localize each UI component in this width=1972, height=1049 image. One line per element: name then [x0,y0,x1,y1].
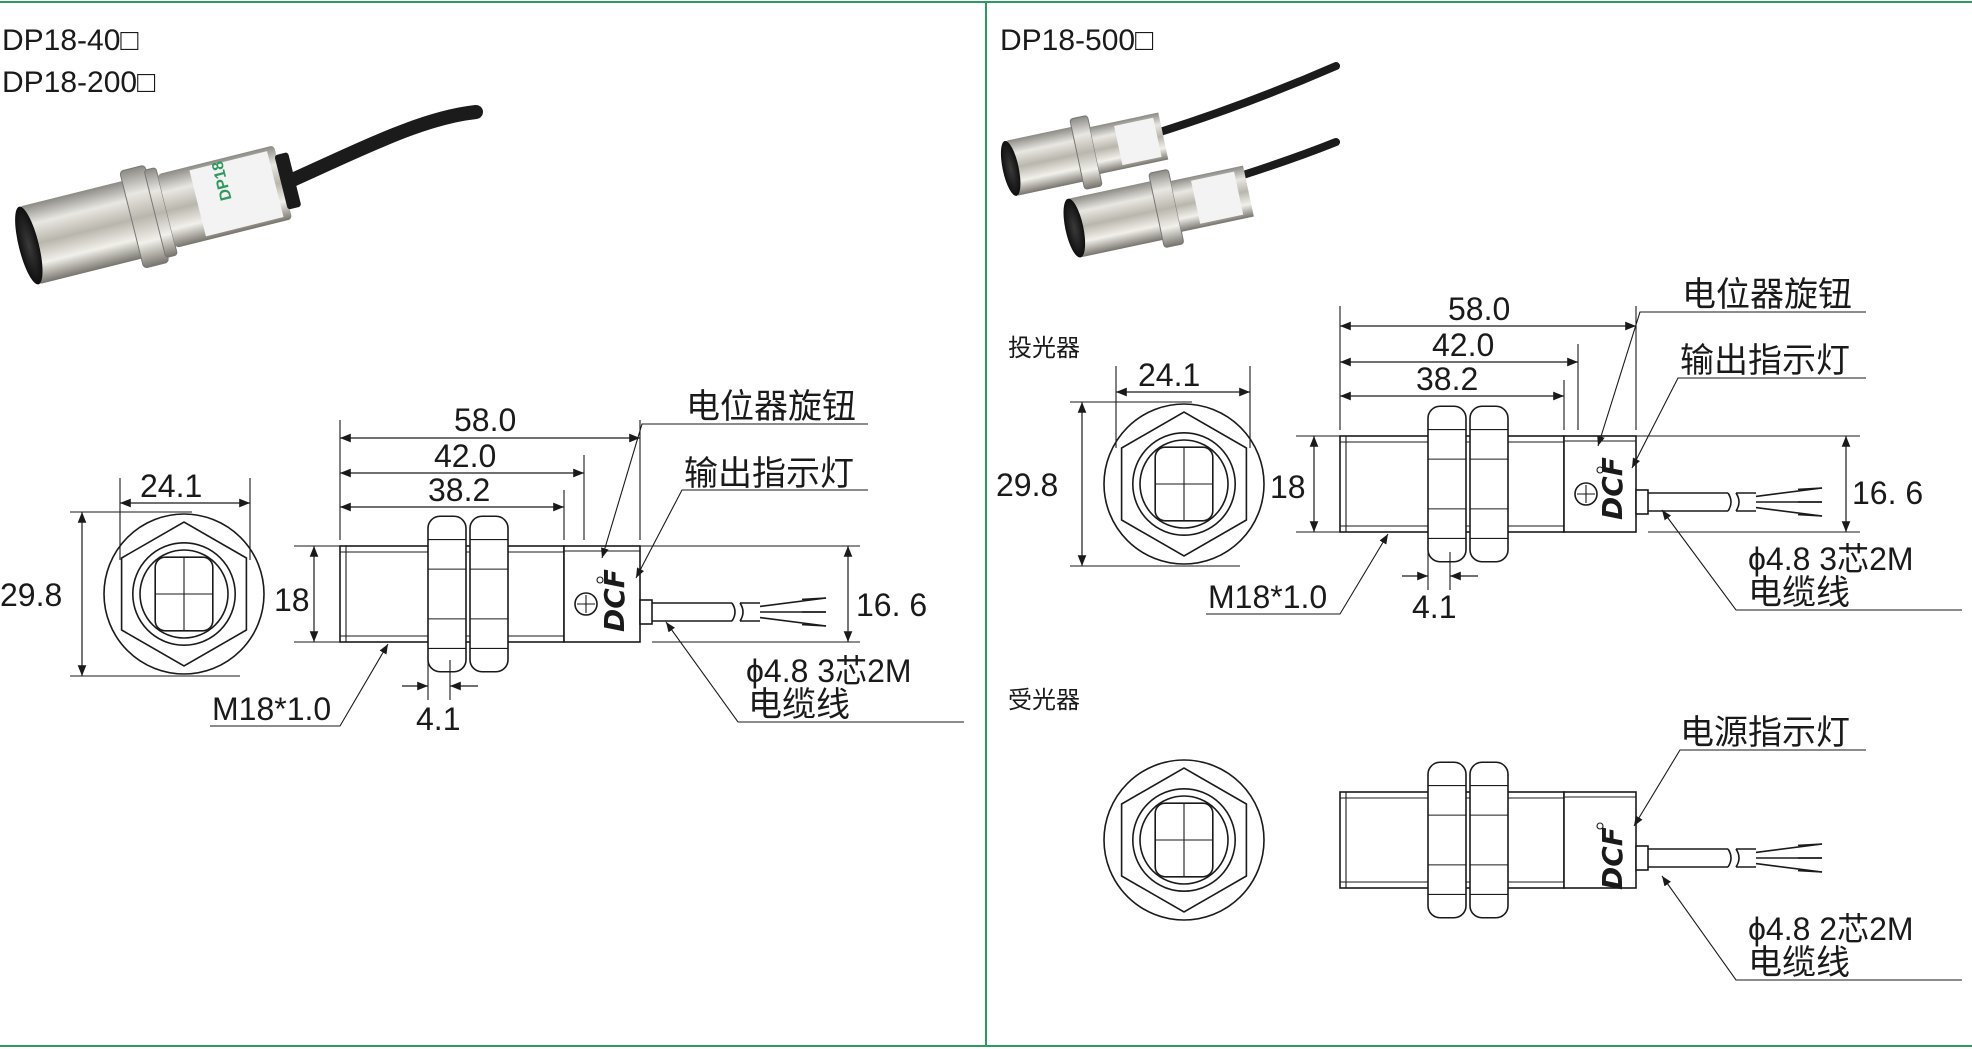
dim-cable-offset: 16. 6 [1852,475,1923,511]
model-label: DP18-40□ [2,24,139,57]
cable-break [1735,492,1740,512]
sensor-photo-icon: DP18 [15,105,483,285]
end-view-outer [103,513,265,675]
dim-length-42: 42.0 [434,438,496,474]
left-dimension-drawing [70,420,964,727]
sensor-nut [1427,405,1467,563]
brand-logo: DCF [598,569,631,632]
dim-cable-offset: 16. 6 [856,587,927,623]
callout-cable-spec: ϕ4.8 3芯2M [1748,541,1914,577]
dim-hex-width: 24.1 [1138,357,1200,393]
sensor-nut [427,515,467,673]
wire-strip [801,623,827,627]
callout-cable: 电缆线 [1748,574,1850,612]
dim-total-length: 58.0 [1448,291,1510,327]
dim-nut-thickness: 4.1 [1412,589,1456,625]
end-view-hex [120,521,248,667]
sensor-housing [563,545,641,643]
dim-hex-height: 29.8 [0,577,62,613]
end-view-outer [1103,403,1265,565]
leader-cable-receiver [1661,875,1962,981]
dim-diameter: 18 [274,582,310,618]
end-view-ring [1132,787,1237,892]
dim-thread: M18*1.0 [1208,579,1327,615]
cable-break [739,602,744,622]
leader-cable [665,621,964,723]
cable-break [1727,848,1732,868]
cable-gland [1635,489,1649,515]
dim-length-42: 42.0 [1432,327,1494,363]
end-view-ring [139,549,229,639]
end-view-hex [1120,767,1248,913]
potentiometer-icon [1574,482,1598,506]
leader-cable [1661,509,1962,611]
end-view-ring [132,541,237,646]
wire-strip [801,597,827,601]
end-view-outer [1103,759,1265,921]
leader-power-led [1633,749,1866,827]
wire-strip [1797,843,1823,847]
dim-nut-thickness: 4.1 [416,701,460,737]
left-panel: DP18-40□ DP18-200□ DP18 29.8 24.1 [0,24,964,737]
leader-output-led [1631,377,1866,469]
sensor-nut [1469,405,1509,563]
right-dimension-drawing [1070,306,1962,981]
right-panel: DP18-500□ 投光器 [996,24,1962,982]
dim-thread-length: 38.2 [428,472,490,508]
end-view-ring [1132,431,1237,536]
wire-strip [1797,487,1823,491]
dim-total-length: 58.0 [454,402,516,438]
callout-output-led: 输出指示灯 [1680,342,1850,380]
wire-strip [1797,513,1823,517]
model-label: DP18-200□ [2,66,156,99]
model-label: DP18-500□ [1000,24,1154,57]
callout-cable-spec: ϕ4.8 3芯2M [746,653,912,689]
callout-power-led: 电源指示灯 [1680,714,1850,752]
cable-break [731,602,736,622]
sensor-housing [1563,435,1637,533]
leader-thread [1206,533,1389,615]
leader-output-led [635,489,868,579]
end-view-ring [1139,795,1229,885]
cable-break [1727,492,1732,512]
potentiometer-icon [574,592,598,616]
wire-strip [1797,869,1823,873]
leader-potentiometer [1597,311,1866,447]
callout-cable-receiver: 电缆线 [1748,944,1850,982]
end-view-hex [1120,411,1248,557]
led-indicator-icon [1596,822,1604,830]
cable-break [1735,848,1740,868]
sensor-nut [469,515,509,673]
brand-logo: DCF [1596,457,1629,520]
dim-thread-length: 38.2 [1416,361,1478,397]
dim-diameter: 18 [1270,469,1306,505]
leader-potentiometer [601,423,868,559]
led-indicator-icon [596,576,604,584]
sensor-nut [1469,761,1509,919]
leader-thread [210,643,389,727]
sensor-pair-photo-icon [1000,62,1340,258]
callout-potentiometer: 电位器旋钮 [1682,276,1852,314]
dim-hex-width: 24.1 [140,468,202,504]
cable-gland [639,599,653,625]
dim-hex-height: 29.8 [996,467,1058,503]
cable-gland [1635,845,1649,871]
dim-thread: M18*1.0 [212,691,331,727]
led-indicator-icon [1596,466,1604,474]
callout-cable-spec-receiver: ϕ4.8 2芯2M [1748,911,1914,947]
sensor-nut [1427,761,1467,919]
end-view-ring [1139,439,1229,529]
callout-cable: 电缆线 [748,686,850,724]
receiver-label: 受光器 [1008,687,1080,714]
callout-output-led: 输出指示灯 [684,455,854,493]
brand-logo: DCF [1596,827,1629,890]
sensor-housing [1563,791,1637,889]
emitter-label: 投光器 [1008,335,1080,362]
callout-potentiometer: 电位器旋钮 [686,388,856,426]
